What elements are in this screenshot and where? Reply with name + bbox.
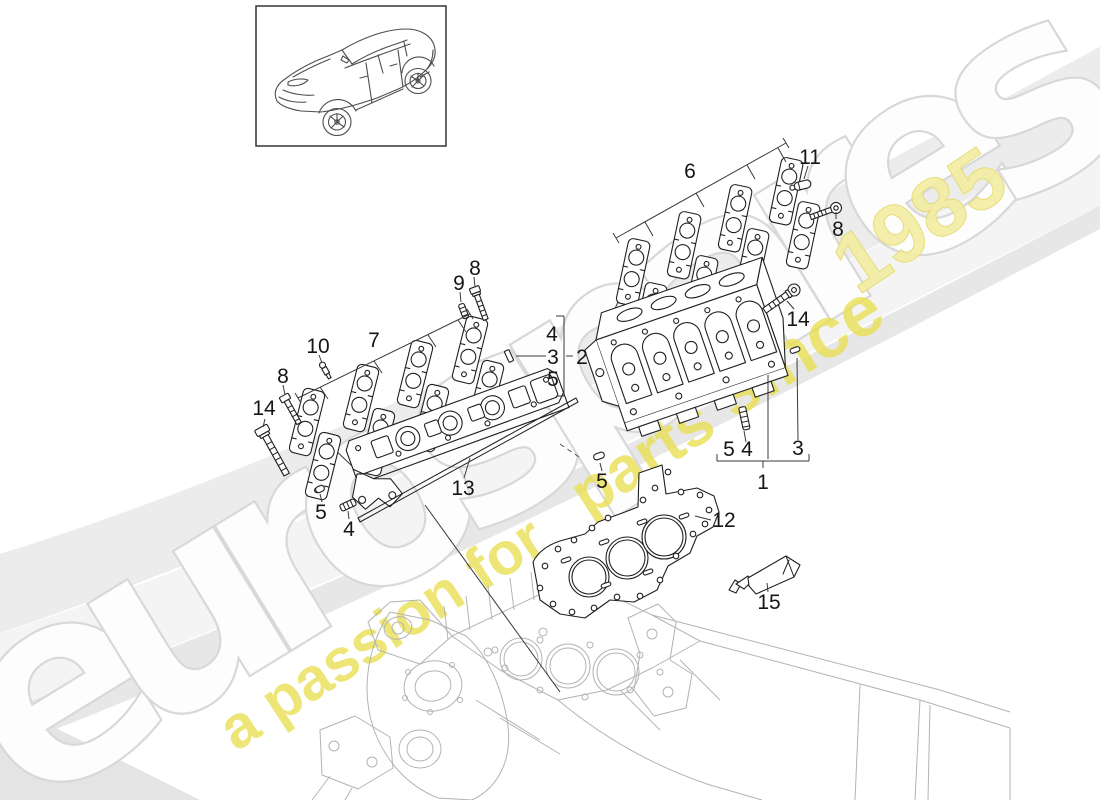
callout-4-lower-left-leader	[347, 510, 350, 520]
head-gasket-holes	[536, 468, 713, 616]
callout-6-leader	[612, 137, 790, 244]
callout-5-lower-left[interactable]: 5	[315, 501, 327, 524]
callout-15-leader	[766, 582, 769, 593]
callout-labels: 6 11 8 9 8 10 7 8 14 4 3 5 2 13 5 4 14 5…	[252, 146, 844, 614]
callout-8-left-leader	[282, 384, 286, 396]
callout-4-lower-left[interactable]: 4	[343, 518, 355, 541]
sensor-10	[318, 361, 332, 380]
vehicle-drawing	[274, 28, 436, 137]
callout-15[interactable]: 15	[757, 591, 780, 614]
cylinder-head	[584, 256, 789, 437]
callout-8-right[interactable]: 8	[832, 218, 844, 241]
head-gasket	[532, 464, 720, 619]
engine-block-corner-bracket	[627, 603, 693, 717]
plug-4-lower-left	[339, 498, 357, 512]
bolt-14-right	[762, 283, 801, 314]
callout-10[interactable]: 10	[306, 335, 329, 358]
engine-block-top-hatch	[443, 571, 535, 641]
callout-14-right-leader	[786, 300, 795, 310]
plug-11	[789, 179, 812, 191]
callout-11[interactable]: 11	[799, 146, 821, 169]
callout-14-left[interactable]: 14	[252, 397, 276, 420]
background-swoosh	[0, 46, 1100, 800]
callout-10-leader	[318, 354, 323, 364]
callout-11-leader	[803, 165, 809, 180]
callout-9-leader	[459, 291, 462, 303]
sealant-tube	[728, 555, 801, 595]
stud-3-left	[503, 349, 515, 363]
stud-9	[458, 302, 469, 320]
callout-14-left-leader	[262, 418, 266, 428]
plug-3-right	[789, 346, 801, 354]
vehicle-thumbnail	[255, 5, 447, 147]
callout-5-lower-left-leader	[319, 493, 323, 503]
callout-6[interactable]: 6	[684, 160, 696, 183]
bolt-14-left	[254, 423, 290, 477]
callout-13[interactable]: 13	[451, 477, 474, 500]
callout-3-left[interactable]: 3	[547, 346, 559, 369]
callout-1[interactable]: 1	[757, 471, 769, 494]
callout-9[interactable]: 9	[453, 272, 465, 295]
stud-4-right	[738, 406, 751, 431]
callout-14-right[interactable]: 14	[786, 308, 810, 331]
callout-13-leader	[463, 457, 471, 479]
callout-8-top[interactable]: 8	[469, 257, 481, 280]
engine-block-mount	[311, 715, 394, 800]
callout-12[interactable]: 12	[712, 509, 735, 532]
bolt-8-left	[278, 392, 302, 426]
hardware	[254, 179, 843, 512]
callout-5-right[interactable]: 5	[596, 470, 608, 493]
bolt-8-top	[469, 285, 489, 322]
callout-5-bracket[interactable]: 5	[723, 438, 735, 461]
callout-12-leader	[694, 515, 712, 521]
bracket-left	[516, 315, 573, 397]
plug-5-right	[593, 451, 605, 461]
callout-4-left[interactable]: 4	[546, 323, 558, 346]
callout-leaders	[262, 137, 837, 593]
bracket-right	[716, 357, 810, 468]
callout-3-right[interactable]: 3	[792, 437, 804, 460]
callout-8-top-leader	[473, 276, 476, 288]
engine-block-ribs	[475, 627, 721, 755]
callout-5-right-leader	[599, 462, 603, 472]
engine-block-timing-cover	[366, 611, 510, 800]
callout-8-left[interactable]: 8	[277, 365, 289, 388]
callout-5-left[interactable]: 5	[547, 368, 559, 391]
callout-2[interactable]: 2	[576, 346, 588, 369]
callout-7[interactable]: 7	[368, 329, 380, 352]
callout-4-right[interactable]: 4	[741, 438, 753, 461]
engine-block-deck-holes	[491, 636, 664, 701]
plug-5-lower-left	[315, 484, 325, 494]
bolt-8-right	[809, 201, 843, 221]
engine-block-right-edges	[557, 614, 1011, 800]
callout-7-leader	[294, 308, 474, 404]
